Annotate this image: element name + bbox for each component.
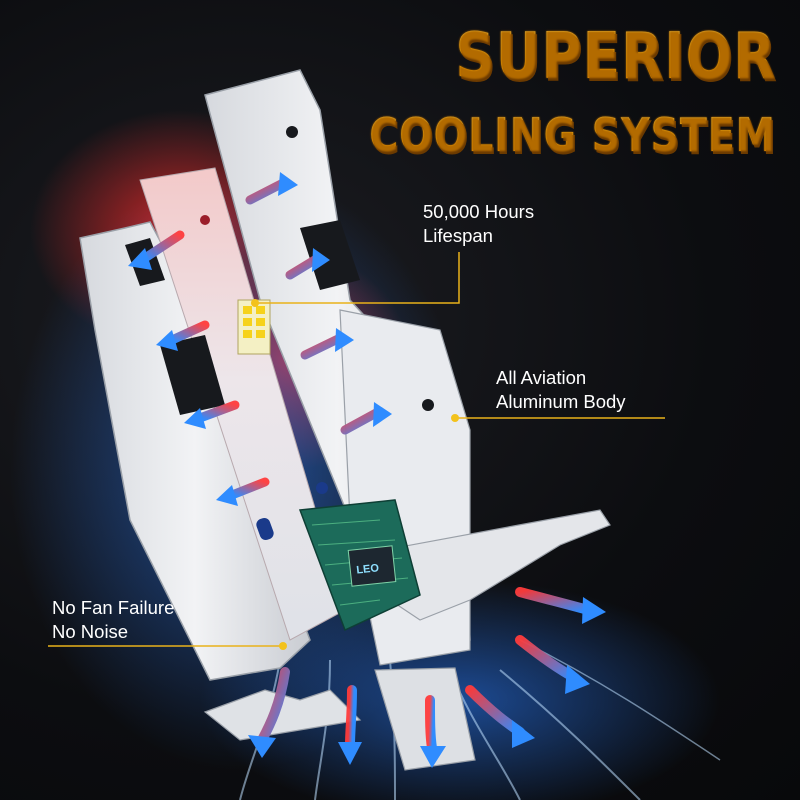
led-chip: [237, 299, 271, 355]
callout-aluminum-line2: Aluminum Body: [496, 391, 626, 412]
callout-lifespan-line1: 50,000 Hours: [423, 201, 535, 222]
headline-superior: SUPERIOR: [454, 20, 776, 94]
chip-label: LEO: [356, 562, 380, 576]
callout-aluminum-body: All Aviation Aluminum Body: [496, 366, 626, 414]
callout-leader-lifespan: [255, 252, 460, 304]
callout-dots: [251, 299, 459, 650]
headline-cooling-system: COOLING SYSTEM: [369, 108, 776, 162]
mount-hole: [422, 399, 434, 411]
driver-pcb: LEO: [298, 499, 421, 632]
callout-noise-line2: No Noise: [52, 621, 129, 642]
callout-no-noise: No Fan Failure No Noise: [52, 596, 174, 644]
cooling-arrows: [248, 587, 606, 768]
heatsink-plate-left: [79, 221, 311, 681]
callout-aluminum-line1: All Aviation: [496, 367, 587, 388]
callout-noise-line1: No Fan Failure: [52, 597, 175, 618]
connector-pin: [374, 667, 476, 771]
mounting-tab: [203, 689, 362, 741]
heat-arrows: [128, 172, 392, 506]
vent-cutout: [300, 220, 360, 290]
callout-lifespan: 50,000 Hours Lifespan: [423, 200, 534, 248]
mount-slot: [256, 517, 274, 541]
callout-lifespan-line2: Lifespan: [423, 225, 493, 246]
vent-cutout: [160, 335, 225, 415]
mount-hole: [316, 482, 328, 494]
mount-hole: [200, 215, 210, 225]
mount-hole: [286, 126, 298, 138]
callout-leaders: [48, 252, 665, 647]
